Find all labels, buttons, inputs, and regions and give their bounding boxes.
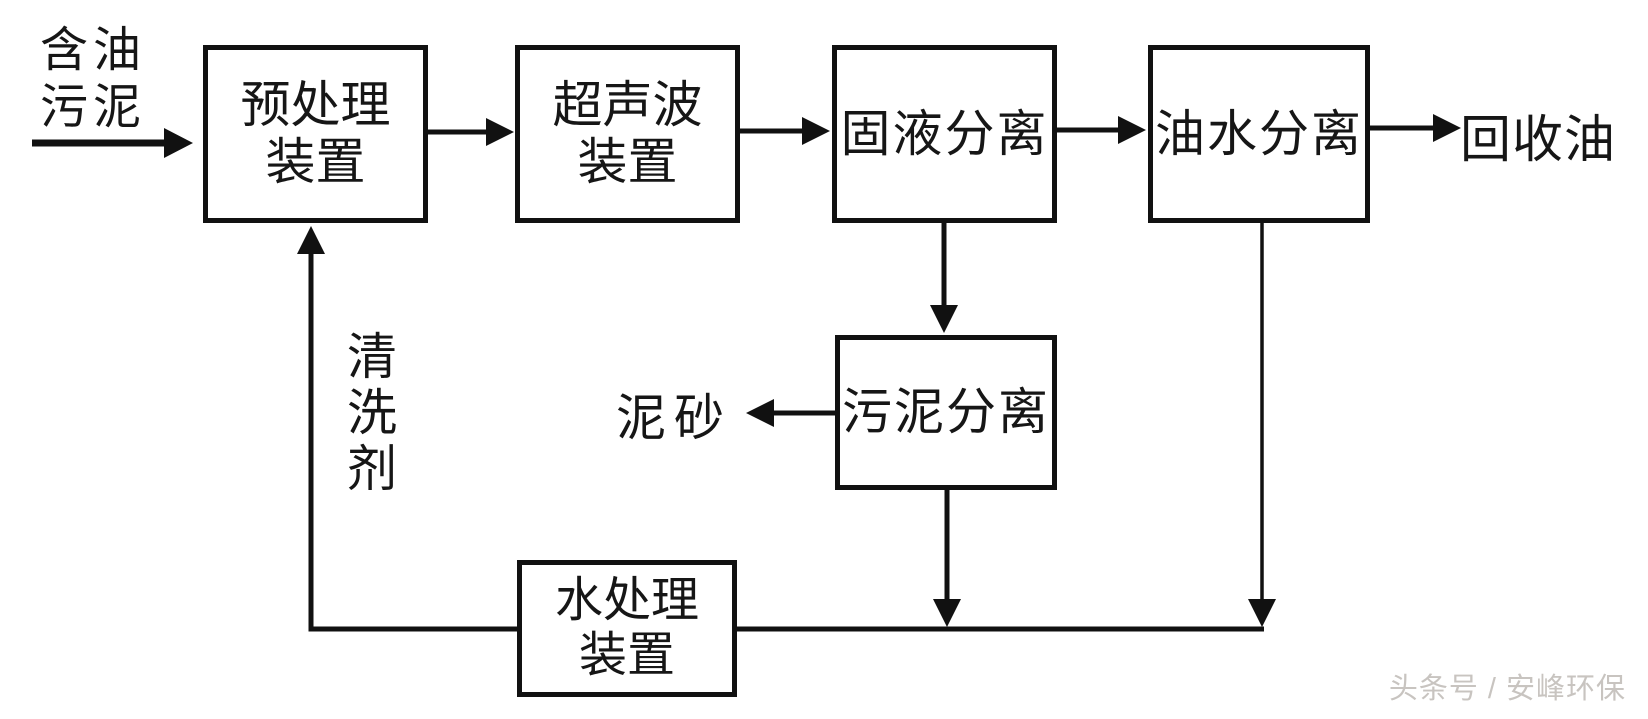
label-input-line2: 污泥 xyxy=(39,81,146,135)
arrow-oil-water-to-recovered-oil xyxy=(1370,114,1461,142)
node-oil-water-label: 油水分离 xyxy=(1155,105,1363,162)
node-solid-liquid-separation: 固液分离 xyxy=(832,45,1057,223)
arrow-input-to-pretreatment xyxy=(32,128,193,158)
node-sludge-separation: 污泥分离 xyxy=(835,335,1057,490)
node-water-treatment: 水处理 装置 xyxy=(517,560,737,697)
arrow-sludge-separation-to-water-line xyxy=(933,490,961,627)
node-sludge-separation-label: 污泥分离 xyxy=(842,384,1050,440)
node-pretreatment-label-line1: 预处理 xyxy=(240,77,391,133)
label-input-oily-sludge: 含油 污泥 xyxy=(33,22,153,136)
arrow-water-treatment-to-pretreatment xyxy=(297,226,517,632)
arrow-solid-liquid-to-sludge-separation xyxy=(930,223,958,333)
node-water-treatment-label-line2: 装置 xyxy=(578,628,675,682)
node-pretreatment: 预处理 装置 xyxy=(203,45,428,223)
node-water-treatment-label-line1: 水处理 xyxy=(554,573,699,627)
watermark: 头条号 / 安峰环保 xyxy=(1388,673,1626,705)
node-ultrasonic-label-line1: 超声波 xyxy=(552,77,703,133)
node-ultrasonic-label-line2: 装置 xyxy=(577,134,678,190)
node-solid-liquid-label: 固液分离 xyxy=(840,105,1049,162)
label-input-line1: 含油 xyxy=(39,24,146,77)
arrow-ultrasonic-to-solid-liquid xyxy=(740,117,830,145)
label-recovered-oil: 回收油 xyxy=(1460,113,1617,169)
node-ultrasonic: 超声波 装置 xyxy=(515,45,740,223)
arrow-oil-water-to-water-line xyxy=(1248,223,1276,627)
node-pretreatment-label-line2: 装置 xyxy=(265,134,366,190)
arrow-solid-liquid-to-oil-water xyxy=(1057,116,1146,144)
label-sediment: 泥砂 xyxy=(616,390,732,446)
arrow-sludge-separation-to-sediment xyxy=(746,399,835,427)
node-oil-water-separation: 油水分离 xyxy=(1148,45,1370,223)
arrow-pretreatment-to-ultrasonic xyxy=(428,118,514,146)
label-cleaning-agent: 清洗剂 xyxy=(340,330,396,498)
